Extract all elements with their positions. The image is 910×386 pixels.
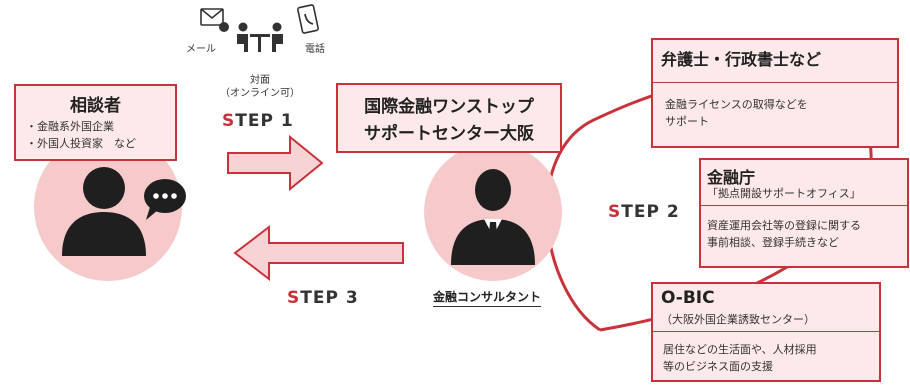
support-center-title-line1: 国際金融ワンストップ [364,97,534,117]
phone-icon [297,4,319,34]
consultee-person-icon [62,167,146,256]
partner-obic-desc-1: 居住などの生活面や、人材採用 [663,343,817,356]
step1-initial: S [222,111,236,131]
partner-obic-desc-2: 等のビジネス面の支援 [663,360,773,373]
consultee-item-1: ・金融系外国企業 [26,120,114,133]
partner-fsa-title: 金融庁 [707,168,756,187]
partner-obic-subtitle: （大阪外国企業誘致センター） [661,313,815,326]
face-to-face-meeting-icon [237,22,283,52]
partner-lawyers-desc-2: サポート [665,115,709,128]
mode-label-face-to-face: 対面 [250,75,270,86]
step3-initial: S [287,288,301,308]
consultee-item-2: ・外国人投資家 など [26,137,136,150]
support-center-title-line2: サポートセンター大阪 [364,124,534,144]
step1-arrow-icon [227,134,324,192]
partner-lawyers-title: 弁護士・行政書士など [661,50,822,69]
partner-lawyers-desc-1: 金融ライセンスの取得などを [665,98,808,111]
mail-icon [200,8,229,32]
consultant-label: 金融コンサルタント [433,288,542,307]
partner-fsa-desc-2: 事前相談、登録手続きなど [707,236,839,249]
partner-fsa-subtitle: 「拠点開設サポートオフィス」 [707,187,861,200]
partner-obic-title: O-BIC [661,288,715,308]
step2-rest: TEP 2 [621,202,680,222]
consultee-title: 相談者 [70,96,121,116]
phone-label: 電話 [305,44,325,55]
mail-label: メール [186,44,216,55]
step2-label: STEP 2 [608,202,680,222]
step1-label: STEP 1 [222,111,294,131]
step2-initial: S [608,202,622,222]
partner-fsa-desc-1: 資産運用会社等の登録に関する [707,219,861,232]
speech-bubble-icon [144,179,186,220]
partner-lawyers-box: 弁護士・行政書士など 金融ライセンスの取得などを サポート [651,38,899,148]
partner-lawyers-divider [653,82,897,83]
partner-fsa-divider [701,205,907,206]
partner-obic-divider [653,331,879,332]
consultant-person-icon [451,169,535,265]
step3-label: STEP 3 [287,288,359,308]
partner-obic-box: O-BIC （大阪外国企業誘致センター） 居住などの生活面や、人材採用 等のビジ… [651,282,881,382]
step3-rest: TEP 3 [300,288,359,308]
consultee-box: 相談者 ・金融系外国企業 ・外国人投資家 など [14,84,177,161]
partner-fsa-box: 金融庁 「拠点開設サポートオフィス」 資産運用会社等の登録に関する 事前相談、登… [699,158,909,268]
step3-arrow-icon [233,224,404,282]
mode-label-online: （オンライン可） [220,88,300,99]
step1-rest: TEP 1 [235,111,294,131]
support-center-box: 国際金融ワンストップ サポートセンター大阪 [336,83,562,153]
